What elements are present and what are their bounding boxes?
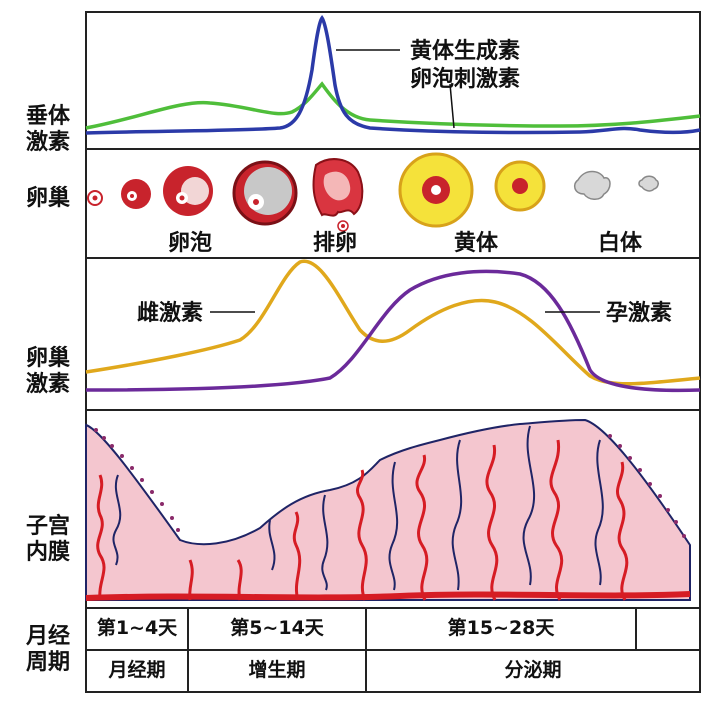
shedding-debris (94, 428, 686, 538)
label-menstrual-cycle: 月经周期 (26, 624, 71, 675)
lh-label: 黄体生成素 (410, 38, 520, 64)
follicle-mature (232, 160, 298, 226)
gland (388, 461, 399, 591)
estrogen-curve (85, 259, 701, 386)
phase-proliferative: 增生期 (248, 659, 306, 681)
spiral-artery (415, 454, 429, 601)
corpus-albicans-large (573, 170, 611, 200)
phase-menstrual: 月经期 (108, 659, 166, 681)
ovulation-follicle (312, 158, 364, 232)
spiral-artery (356, 469, 368, 601)
corpus-luteum-large (398, 152, 474, 228)
label-ovary: 卵巢 (26, 186, 71, 211)
gland (112, 474, 122, 566)
day-range-1-4: 第1~4天 (96, 617, 178, 639)
gland (594, 439, 604, 586)
gland (268, 519, 276, 571)
corpus-albicans-small (638, 175, 659, 192)
spiral-artery (96, 474, 106, 601)
fsh-curve (85, 81, 701, 130)
gland (522, 425, 536, 586)
corpus-luteum-label: 黄体 (454, 231, 499, 256)
follicle-secondary (163, 166, 213, 216)
estrogen-label: 雌激素 (137, 300, 203, 326)
label-ovarian-hormones: 卵巢激素 (26, 346, 71, 397)
progesterone-label: 孕激素 (606, 300, 672, 326)
day-range-15-28: 第15~28天 (447, 617, 555, 639)
corpus-albicans-label: 白体 (598, 230, 643, 256)
basal-artery (85, 591, 691, 601)
phase-secretory: 分泌期 (504, 659, 562, 681)
day-range-5-14: 第5~14天 (230, 617, 324, 639)
follicle-primary (121, 179, 151, 209)
spiral-artery (292, 511, 302, 601)
label-endometrium: 子宫内膜 (26, 514, 71, 565)
fsh-label: 卵泡刺激素 (410, 66, 520, 92)
gland (321, 494, 329, 591)
gland (451, 439, 463, 591)
follicle-label: 卵泡 (168, 230, 212, 256)
corpus-luteum-small (494, 160, 546, 212)
follicle-primordial (87, 190, 103, 206)
spiral-artery (616, 461, 629, 601)
label-pituitary-hormones: 垂体激素 (26, 104, 71, 155)
spiral-artery (549, 439, 564, 601)
endometrium-tissue (85, 418, 691, 601)
spiral-artery (485, 444, 499, 601)
ovulation-label: 排卵 (313, 231, 357, 256)
lh-curve (85, 14, 701, 135)
progesterone-curve (85, 269, 701, 393)
